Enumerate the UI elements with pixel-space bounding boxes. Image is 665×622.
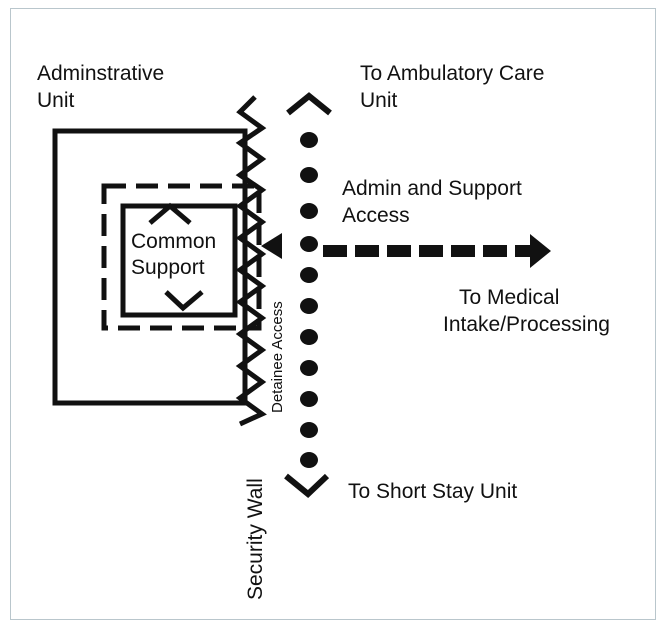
corridor-up-chevron-icon — [286, 92, 332, 116]
ambulatory-care-label: To Ambulatory Care Unit — [360, 60, 544, 114]
admin-support-access-label: Admin and Support Access — [342, 175, 522, 229]
detainee-access-label: Detainee Access — [269, 301, 286, 413]
chevron-up-icon — [148, 202, 192, 225]
corridor-down-chevron-icon — [284, 473, 330, 498]
administrative-unit-label: Adminstrative Unit — [37, 60, 164, 114]
security-wall-zigzag — [235, 95, 267, 427]
ambulatory-care-line-1: To Ambulatory Care — [360, 62, 545, 85]
common-support-box — [120, 203, 238, 318]
admin-support-access-line-2: Access — [342, 204, 410, 227]
dotted-corridor — [300, 132, 318, 468]
administrative-unit-line-2: Unit — [37, 89, 75, 112]
security-wall-label: Security Wall — [244, 478, 267, 600]
medical-intake-arrowhead-icon — [530, 234, 551, 268]
medical-intake-line-1: To Medical — [459, 286, 560, 309]
administrative-unit-line-1: Adminstrative — [37, 62, 165, 85]
admin-support-access-line-1: Admin and Support — [342, 177, 522, 200]
chevron-down-icon — [164, 290, 204, 312]
short-stay-label: To Short Stay Unit — [348, 480, 518, 503]
common-support-line-2: Support — [131, 256, 205, 279]
ambulatory-care-line-2: Unit — [360, 89, 398, 112]
common-support-label: Common Support — [131, 229, 216, 281]
medical-intake-line-2: Intake/Processing — [443, 313, 610, 336]
detainee-access-arrow-icon — [261, 233, 282, 259]
common-support-line-1: Common — [131, 230, 217, 253]
diagram-frame — [10, 8, 656, 620]
medical-intake-label: To Medical Intake/Processing — [443, 284, 610, 338]
